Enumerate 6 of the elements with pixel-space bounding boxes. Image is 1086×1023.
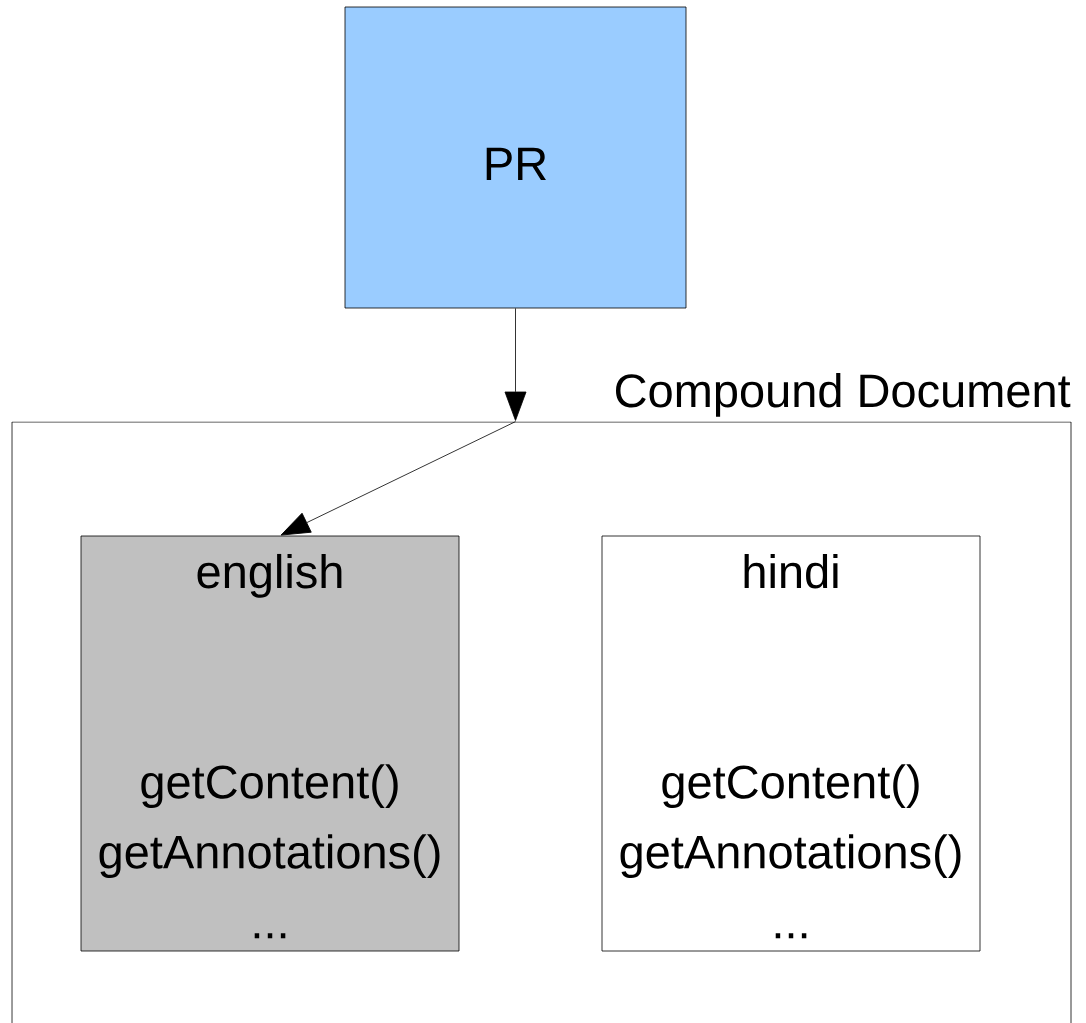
component-box: english getContent() getAnnotations() ... [80, 535, 460, 952]
arrow [280, 421, 516, 536]
arrow [504, 308, 527, 421]
process-box: PR [344, 6, 687, 309]
component-box: hindi getContent() getAnnotations() ... [601, 535, 981, 952]
node-label: Compound Document [616, 372, 1071, 417]
